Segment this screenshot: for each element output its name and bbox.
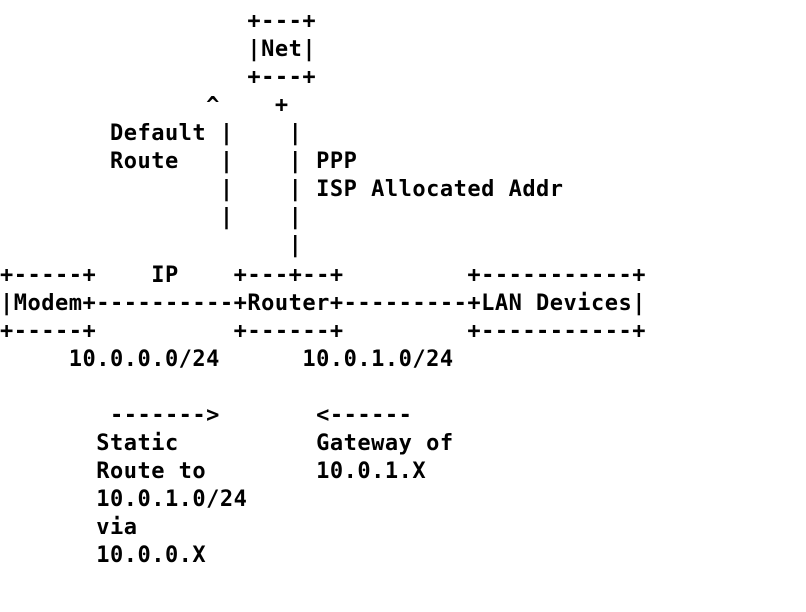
static-route-nexthop: 10.0.0.X — [0, 543, 207, 568]
net-box-label: |Net| — [0, 37, 317, 62]
uplink-arrowheads: ^ + — [0, 93, 289, 118]
static-gateway-line: Static Gateway of — [0, 431, 454, 456]
route-to-gateway-line: Route to 10.0.1.X — [0, 459, 427, 484]
default-label-line: Default | | — [0, 121, 303, 146]
route-ppp-line: Route | | PPP — [0, 149, 358, 174]
isp-allocated-line: | | ISP Allocated Addr — [0, 177, 564, 202]
modem-router-lan-row: |Modem+----------+Router+---------+LAN D… — [0, 291, 647, 316]
boxes-top-row: +-----+ IP +---+--+ +-----------+ — [0, 263, 647, 288]
router-uplink-line: | — [0, 233, 303, 258]
subnet-labels: 10.0.0.0/24 10.0.1.0/24 — [0, 347, 454, 372]
net-box-top: +---+ — [0, 9, 317, 34]
static-route-subnet: 10.0.1.0/24 — [0, 487, 248, 512]
vertical-links-line: | | — [0, 205, 303, 230]
net-box-bottom: +---+ — [0, 65, 317, 90]
route-arrows: -------> <------ — [0, 403, 413, 428]
boxes-bottom-row: +-----+ +------+ +-----------+ — [0, 319, 647, 344]
static-route-via: via — [0, 515, 138, 540]
